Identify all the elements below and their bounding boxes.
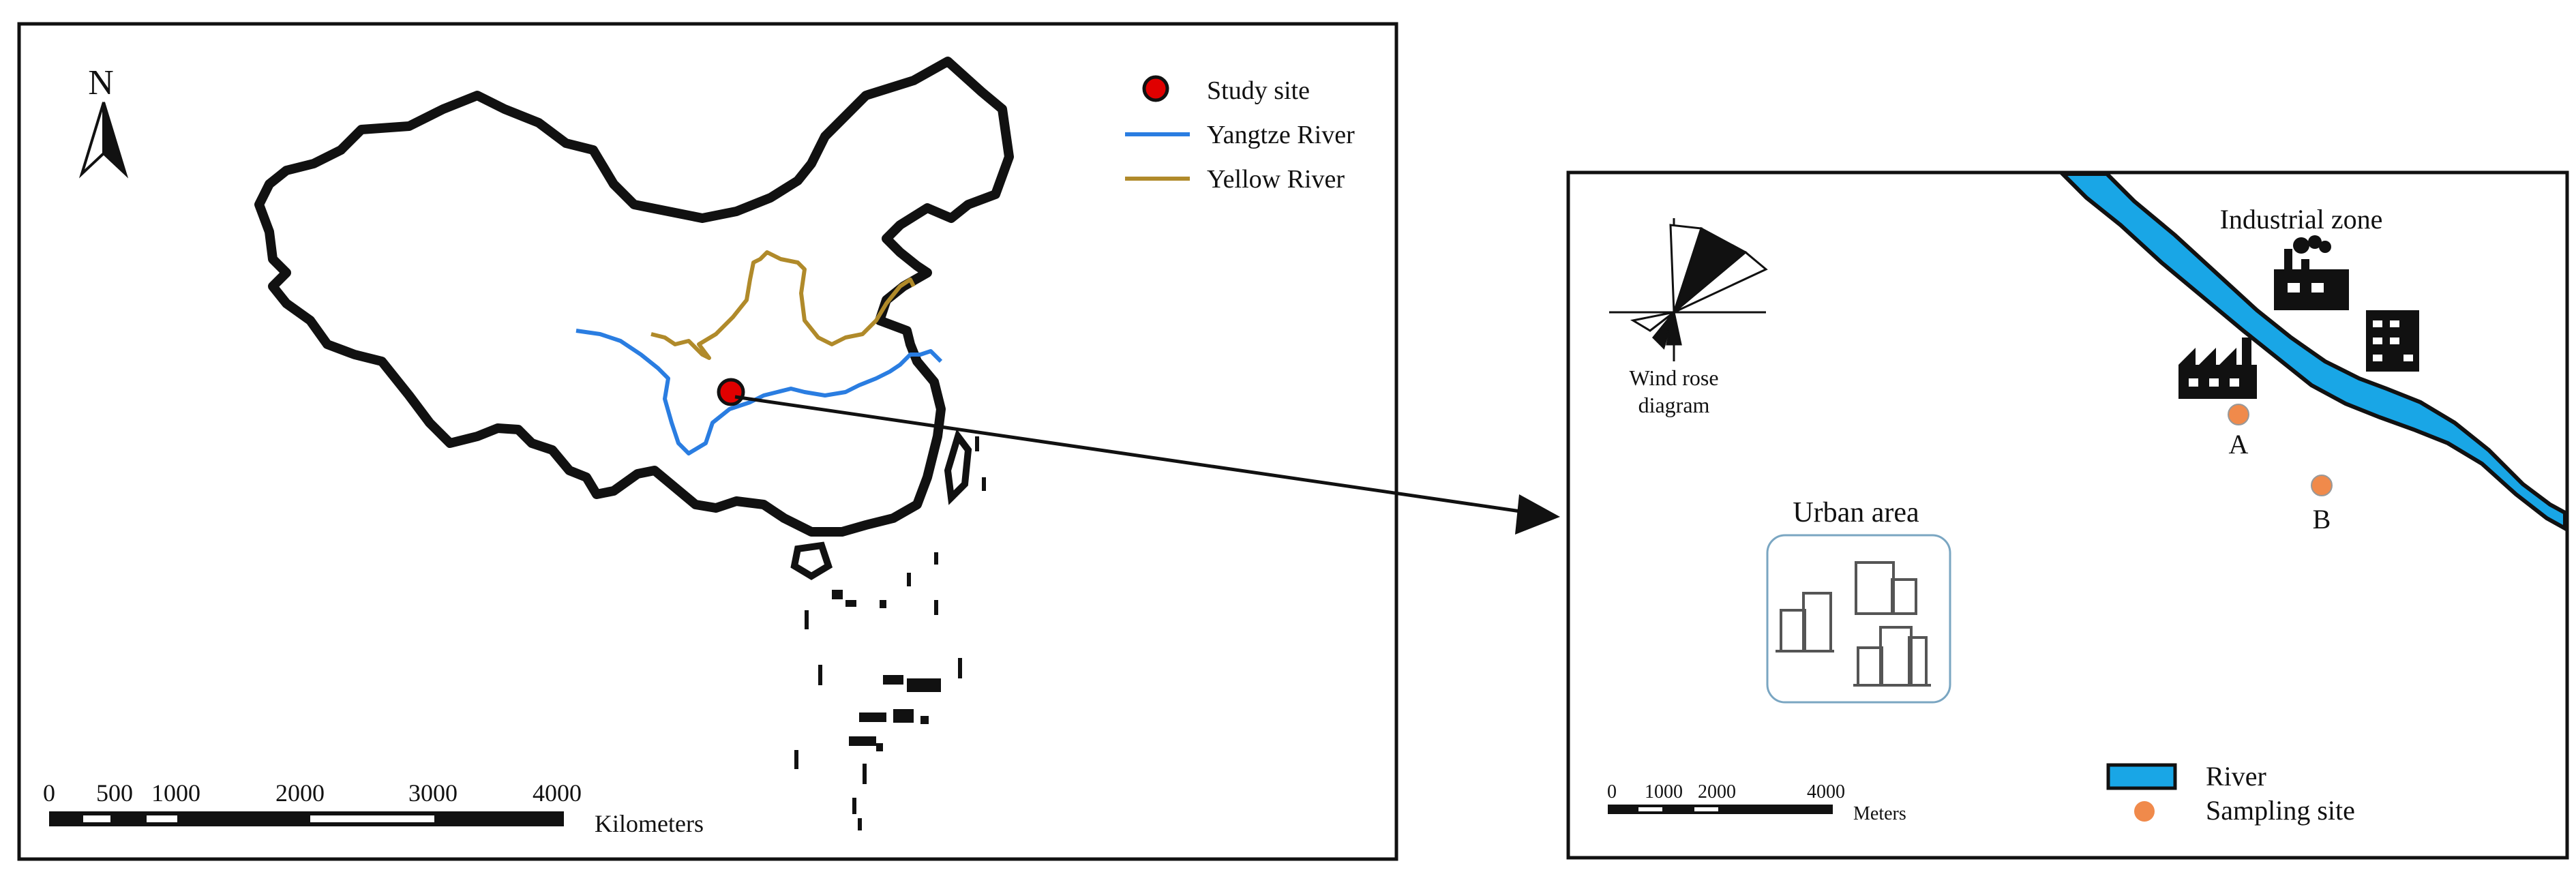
site-b-label: B [2313,504,2331,535]
left-scale-tick-2000: 2000 [275,779,325,807]
right-scale-unit: Meters [1853,803,1906,824]
taiwan-island [944,429,972,505]
factory-icon-2 [2178,338,2257,399]
factory-icon-1 [2274,235,2349,310]
left-scale-tick-0: 0 [43,779,55,807]
right-scale-tick-2000: 2000 [1698,781,1736,802]
right-scale-tick-4000: 4000 [1807,781,1845,802]
building-icon [2366,310,2419,372]
urban-area-label: Urban area [1793,497,1919,528]
study-site-marker [717,378,745,406]
yellow-river [650,250,916,360]
china-outline [254,57,1014,537]
wind-rose-label-line2: diagram [1638,393,1710,417]
north-arrow-icon: N [78,63,129,179]
river-band [2057,172,2567,532]
right-scale-bar: 0 1000 2000 4000 Meters [1607,781,1906,824]
urban-area-box [1766,534,1951,704]
hainan-island [790,541,833,580]
legend-sampling-label: Sampling site [2206,795,2355,826]
left-legend: Study site Yangtze River Yellow River [1125,75,1355,194]
south-sea-islands [794,436,986,830]
legend-river-icon [2106,763,2177,790]
city-buildings-icon [1776,561,1931,687]
right-scale-tick-1000: 1000 [1645,781,1683,802]
wind-rose-label-line1: Wind rose [1629,365,1718,390]
yangtze-river [575,329,943,455]
industrial-zone-label: Industrial zone [2220,204,2383,235]
right-scale-tick-0: 0 [1607,781,1617,802]
wind-rose-icon [1609,218,1768,361]
left-scale-tick-3000: 3000 [408,779,458,807]
site-a-label: A [2229,429,2249,460]
right-legend: River Sampling site [2106,761,2355,826]
legend-study-site-icon [1142,75,1169,102]
left-scale-tick-500: 500 [96,779,133,807]
left-scale-tick-4000: 4000 [533,779,582,807]
legend-yellow-label: Yellow River [1207,165,1345,194]
legend-yangtze-label: Yangtze River [1207,121,1355,149]
left-scale-bar: 0 500 1000 2000 3000 4000 Kilometers [43,779,704,837]
sampling-site-a [2228,404,2249,425]
north-label: N [88,63,114,102]
left-scale-tick-1000: 1000 [151,779,200,807]
legend-study-site-label: Study site [1207,76,1310,105]
legend-sampling-icon [2134,801,2155,822]
connector-arrow [734,395,1560,535]
sampling-site-b [2311,475,2333,496]
left-map-frame [17,22,1398,861]
left-scale-unit: Kilometers [595,810,704,837]
legend-river-label: River [2206,761,2266,792]
